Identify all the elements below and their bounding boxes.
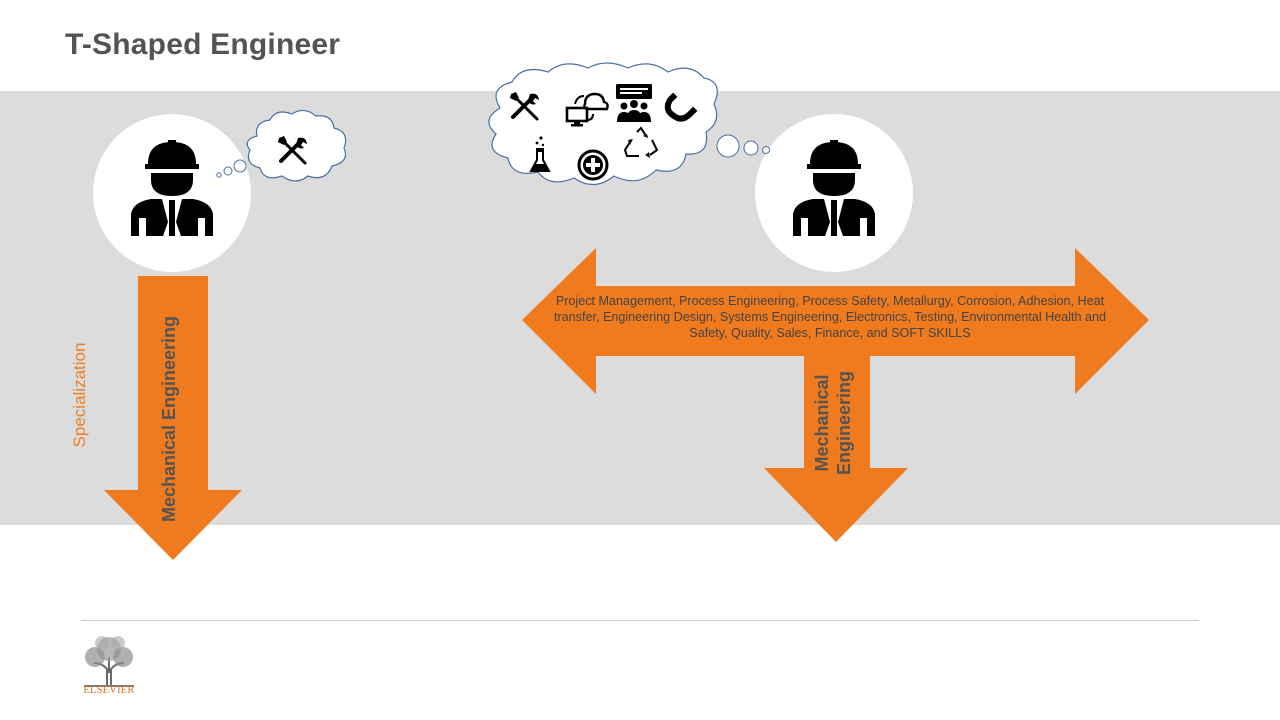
- worker-icon: [131, 140, 213, 236]
- right-engineer-avatar: [755, 114, 913, 272]
- magnet-icon: [664, 90, 700, 122]
- right-arrow-label: Mechanical Engineering: [812, 371, 854, 476]
- left-arrow-label: Mechanical Engineering: [159, 315, 179, 523]
- presentation-audience-icon: [616, 84, 652, 122]
- elsevier-tree-logo: [84, 636, 134, 687]
- tools-icon: [510, 92, 539, 121]
- flask-icon: [529, 136, 551, 172]
- cloud-sync-icon: [565, 92, 609, 127]
- tools-icon: [278, 136, 307, 165]
- left-engineer-avatar: [93, 114, 251, 272]
- medical-plus-icon: [577, 149, 609, 181]
- specialization-axis-label: Specialization: [70, 342, 89, 448]
- right-thought-bubble: [488, 62, 770, 186]
- elsevier-wordmark: ELSEVIER: [83, 685, 135, 696]
- t-shape-arrow: [522, 248, 1149, 542]
- footer-divider: [81, 620, 1199, 621]
- recycle-icon: [623, 126, 659, 158]
- breadth-skills-text: Project Management, Process Engineering,…: [553, 294, 1107, 340]
- worker-icon: [793, 140, 875, 236]
- specialization-arrow: [104, 276, 242, 560]
- slide-title: T-Shaped Engineer: [65, 28, 341, 61]
